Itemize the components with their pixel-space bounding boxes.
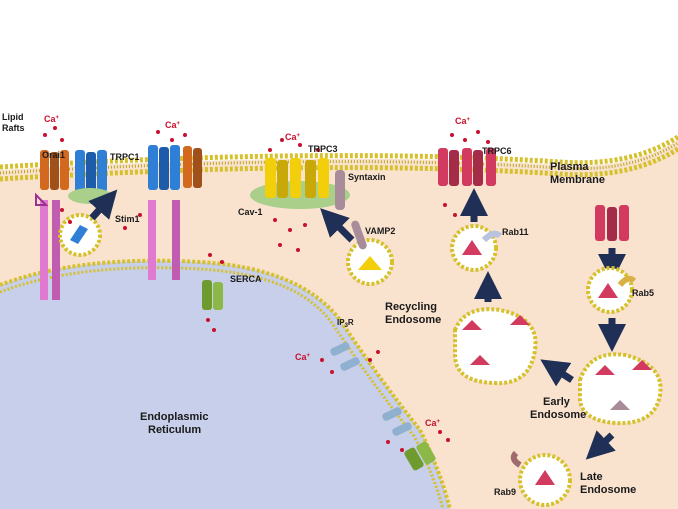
trpc3-channel xyxy=(265,158,329,198)
rab11-label: Rab11 xyxy=(502,227,529,237)
calcium-ions xyxy=(43,126,490,452)
orai1-label: Orai1 xyxy=(42,150,65,160)
stim1-protein-2 xyxy=(148,200,180,280)
early-endosome-label-2: Endosome xyxy=(530,409,586,421)
ca-label-ip3r-2: Ca+ xyxy=(425,418,441,428)
recycling-endosome-label-1: Recycling xyxy=(385,301,437,313)
lipid-rafts-label-2: Rafts xyxy=(2,123,25,133)
trpc1-vesicle xyxy=(58,213,102,257)
ca-label-trpc3: Ca+ xyxy=(285,132,301,142)
serca-pump xyxy=(202,280,223,310)
lipid-rafts-label-1: Lipid xyxy=(2,112,24,122)
cav1-label: Cav-1 xyxy=(238,207,263,217)
serca-pump-2 xyxy=(404,441,436,471)
plasma-membrane-label-1: Plasma xyxy=(550,161,589,173)
trpc6-channel xyxy=(438,148,496,186)
rab9-label: Rab9 xyxy=(494,487,516,497)
vamp2-vesicle xyxy=(346,220,394,286)
trpc3-label: TRPC3 xyxy=(308,144,338,154)
er-label-1: Endoplasmic xyxy=(140,411,208,423)
early-to-recycling-arrow xyxy=(540,359,574,387)
orai1-channel-2 xyxy=(183,146,202,188)
syntaxin-label: Syntaxin xyxy=(348,172,386,182)
ca-label-trpc6: Ca+ xyxy=(455,116,471,126)
late-endosome-label-2: Endosome xyxy=(580,484,636,496)
recycling-endosome-label-2: Endosome xyxy=(385,314,441,326)
vamp2-label: VAMP2 xyxy=(365,226,395,236)
ip3r-label: IP3R xyxy=(337,318,354,329)
exocytosis-arrow-trpc1 xyxy=(88,189,118,221)
serca-label: SERCA xyxy=(230,274,262,284)
trpc1-channel xyxy=(68,150,112,204)
rab11-vesicle xyxy=(450,224,503,272)
early-to-late-arrow xyxy=(585,430,616,460)
plasma-membrane-label-2: Membrane xyxy=(550,174,605,186)
rab5-vesicle xyxy=(586,266,637,314)
ip3r-receptor xyxy=(330,342,360,371)
early-endosome xyxy=(577,352,663,426)
internalized-trpc6 xyxy=(595,205,629,241)
recycling-endosome xyxy=(453,307,538,386)
stim1-protein-1 xyxy=(35,192,60,300)
orai1-channel xyxy=(40,150,69,190)
trpc1-channel-2 xyxy=(148,145,180,190)
endoplasmic-reticulum xyxy=(0,258,452,509)
rab5-label: Rab5 xyxy=(632,288,654,298)
ca-label-ip3r: Ca+ xyxy=(295,352,311,362)
trpc1-label: TRPC1 xyxy=(110,152,140,162)
ca-label-complex2: Ca+ xyxy=(165,120,181,130)
early-endosome-label-1: Early xyxy=(543,396,571,408)
ip3r-receptor-2 xyxy=(382,407,412,436)
er-label-2: Reticulum xyxy=(148,424,201,436)
trpc6-label: TRPC6 xyxy=(482,146,512,156)
syntaxin-protein xyxy=(335,170,345,210)
late-endosome xyxy=(510,450,572,507)
stim1-label: Stim1 xyxy=(115,214,140,224)
exocytosis-arrow-trpc3 xyxy=(320,208,355,243)
late-endosome-label-1: Late xyxy=(580,471,603,483)
ca-label-orai1: Ca+ xyxy=(44,114,60,124)
